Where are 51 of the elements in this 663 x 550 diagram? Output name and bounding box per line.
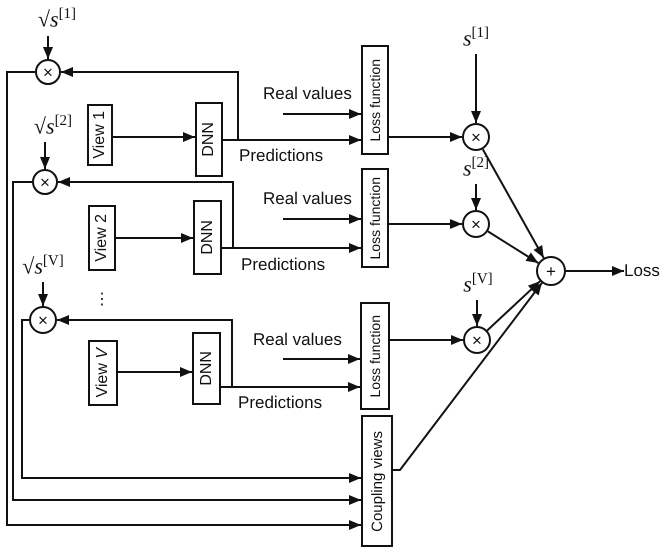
arrow (487, 230, 539, 264)
arrow (566, 266, 624, 276)
weight-symbol: √s$^{[2]}$ (24, 110, 82, 142)
weight-symbol: s$^{[V]}$ (452, 268, 504, 300)
arrow (6, 71, 361, 530)
arrow (58, 177, 234, 249)
coupling-box: Coupling views (361, 415, 393, 547)
arrow (21, 319, 361, 483)
arrow (43, 36, 53, 59)
arrow (283, 354, 360, 364)
arrow (116, 233, 193, 243)
arrow (38, 282, 48, 306)
ellipsis-text: ⋮ (94, 292, 110, 308)
arrow (57, 315, 233, 388)
arrow (40, 142, 50, 169)
weight-symbol: s$^{[1]}$ (452, 22, 500, 54)
multiply-node: × (35, 59, 61, 85)
multiply-node: × (29, 306, 57, 334)
input-box: View 1 (87, 104, 113, 166)
input-box: View 2 (88, 205, 116, 271)
loss-box: Loss function (361, 45, 389, 155)
arrow (390, 335, 463, 345)
network-box: DNN (195, 102, 223, 177)
network-box: DNN (192, 332, 221, 405)
weight-symbol: √s$^{[1]}$ (28, 2, 86, 36)
arrow (389, 132, 462, 142)
arrow (223, 135, 361, 145)
sum-node: + (536, 256, 566, 286)
arrow (393, 282, 543, 471)
arrow (389, 219, 462, 229)
weight-symbol: √s$^{[V]}$ (12, 250, 74, 282)
multiply-node: × (32, 169, 58, 195)
arrow (283, 109, 361, 119)
arrow (283, 214, 361, 224)
arrow (482, 148, 545, 258)
multiply-node: × (463, 326, 491, 354)
output-text: Loss (624, 258, 663, 284)
multiply-node: × (462, 210, 490, 238)
arrow (486, 280, 541, 332)
loss-box: Loss function (360, 302, 390, 410)
arrow (471, 54, 481, 123)
arrow (118, 367, 192, 377)
arrow (113, 132, 195, 142)
multiply-node: × (462, 123, 490, 151)
arrow (472, 300, 482, 326)
loss-box: Loss function (361, 168, 389, 268)
arrow (61, 67, 239, 141)
arrow (12, 181, 361, 505)
input-box: View V (88, 340, 118, 406)
arrow (471, 184, 481, 210)
network-box: DNN (193, 200, 222, 275)
